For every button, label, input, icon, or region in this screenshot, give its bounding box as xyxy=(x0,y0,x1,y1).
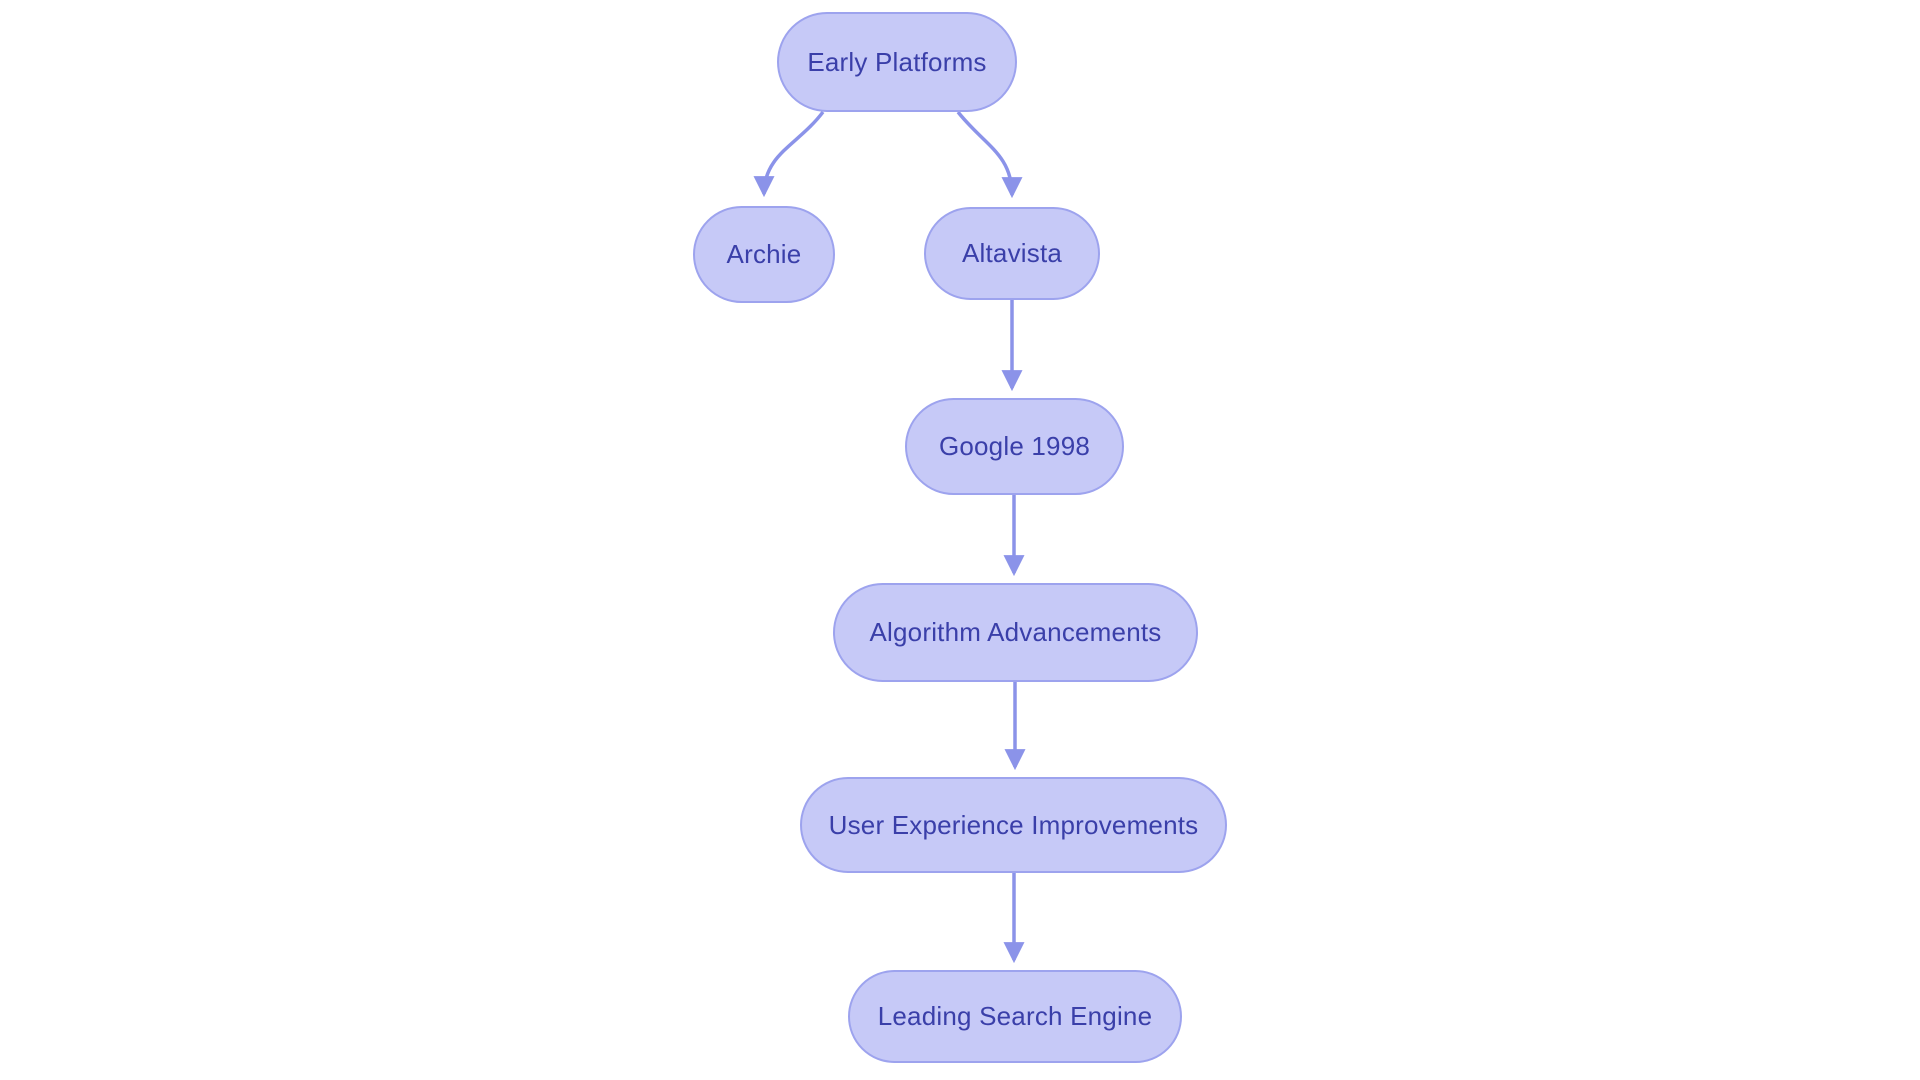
node-early-platforms-label: Early Platforms xyxy=(807,46,987,77)
node-leading-search-engine: Leading Search Engine xyxy=(848,970,1182,1063)
node-algorithm-advancements-label: Algorithm Advancements xyxy=(869,617,1162,647)
node-altavista: Altavista xyxy=(924,207,1100,300)
node-archie: Archie xyxy=(693,206,835,303)
node-user-experience-improvements: User Experience Improvements xyxy=(800,777,1227,873)
node-google-1998: Google 1998 xyxy=(905,398,1124,495)
edge-early-platforms-archie xyxy=(753,110,825,198)
node-google-1998-label: Google 1998 xyxy=(938,431,1091,461)
node-archie-label: Archie xyxy=(726,239,802,269)
node-altavista-label: Altavista xyxy=(961,238,1063,268)
node-early-platforms: Early Platforms xyxy=(777,12,1017,112)
node-algorithm-advancements: Algorithm Advancements xyxy=(833,583,1198,682)
node-leading-search-engine-label: Leading Search Engine xyxy=(877,1001,1153,1031)
edge-early-platforms-altavista xyxy=(956,110,1023,199)
node-user-experience-improvements-label: User Experience Improvements xyxy=(828,809,1199,840)
